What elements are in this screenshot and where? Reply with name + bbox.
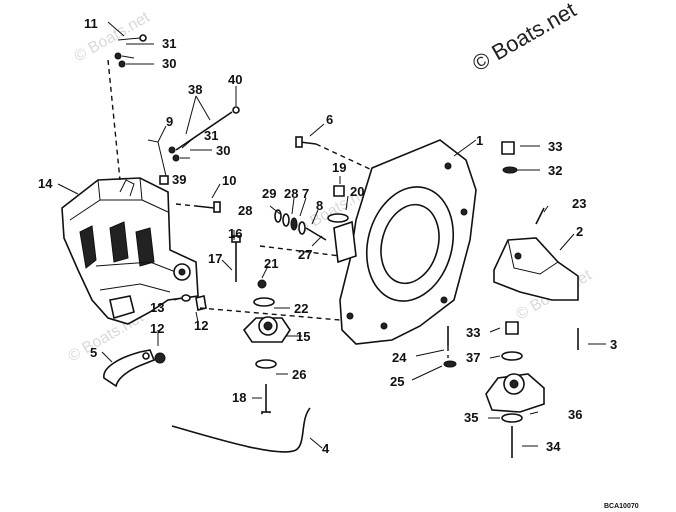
callout-16: 16 [228,226,242,241]
callout-14: 14 [38,176,53,191]
alignment-lines [107,59,449,358]
callout-20: 20 [350,184,364,199]
callout-31b: 31 [204,128,218,143]
transom-bracket-part [61,177,199,325]
callout-4: 4 [322,441,330,456]
callout-23: 23 [572,196,586,211]
callout-38: 38 [188,82,202,97]
callout-28: 28 [284,186,298,201]
nut-part [505,321,519,335]
flywheel-housing-part [333,139,477,345]
bolt-part [535,207,545,225]
callout-17: 17 [208,251,222,266]
callout-40: 40 [228,72,242,87]
callout-35: 35 [464,410,478,425]
callout-27: 27 [298,247,312,262]
nut-part [257,279,267,289]
callout-22: 22 [294,301,308,316]
callout-31: 31 [162,36,176,51]
callout-36: 36 [568,407,582,422]
nut-part [154,352,166,364]
callout-34: 34 [546,439,561,454]
throttle-rod-parts [147,106,240,185]
callout-39: 39 [172,172,186,187]
callout-26: 26 [292,367,306,382]
callout-24: 24 [392,350,407,365]
bolt-part [195,201,221,213]
washer-part [502,166,518,174]
callout-2: 2 [576,224,583,239]
rubber-mount-part [242,316,291,343]
leader-lines [57,21,606,449]
callout-33b: 33 [466,325,480,340]
callout-37: 37 [466,350,480,365]
drawing-code: BCA10070 [604,503,639,510]
callout-7: 7 [302,186,309,201]
callout-32: 32 [548,163,562,178]
rubber-mount-part [485,373,545,413]
washer-part [501,351,523,361]
cable-part [171,407,311,453]
bolt-head-part [231,235,241,243]
callout-8: 8 [316,198,323,213]
washer-part [181,294,191,302]
callout-19: 19 [332,160,346,175]
callout-10: 10 [222,173,236,188]
callout-18: 18 [232,390,246,405]
washer-part [253,297,275,307]
callout-3: 3 [610,337,617,352]
washer-part [501,413,523,423]
clip-bracket-part [103,349,156,388]
callout-labels: 1 2 3 4 5 6 7 8 9 10 11 12 12 13 14 15 1… [38,16,617,456]
callout-25: 25 [390,374,404,389]
callout-13: 13 [150,300,164,315]
washer-part [327,213,349,223]
callout-11: 11 [84,16,98,31]
callout-29: 29 [262,186,276,201]
bolt-part [295,136,317,148]
callout-28b: 28 [238,203,252,218]
rod-link-parts [114,34,147,68]
support-bracket-part [493,237,579,301]
callout-33: 33 [548,139,562,154]
callout-12: 12 [150,321,164,336]
callout-5: 5 [90,345,97,360]
callout-6: 6 [326,112,333,127]
callout-30b: 30 [216,143,230,158]
nut-part [501,141,515,155]
washer-part [255,359,277,369]
callout-9: 9 [166,114,173,129]
callout-12b: 12 [194,318,208,333]
callout-15: 15 [296,329,310,344]
nut-part [195,295,207,311]
callout-1: 1 [476,133,483,148]
watermark: © Boats.net [468,0,580,76]
callout-30: 30 [162,56,176,71]
washer-part [443,360,457,368]
nut-part [333,185,345,197]
callout-21: 21 [264,256,278,271]
